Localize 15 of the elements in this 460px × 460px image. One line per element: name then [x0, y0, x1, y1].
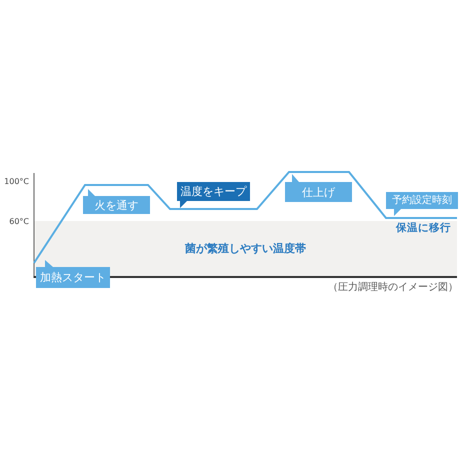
caption-text: （圧力調理時のイメージ図）: [328, 282, 458, 294]
callout-bubble: [83, 189, 150, 214]
callout-text: 加熱スタート: [40, 272, 106, 283]
band-label: 菌が繁殖しやすい温度帯: [185, 242, 306, 256]
callout-text: 温度をキープ: [180, 186, 246, 197]
tick-label: 100°C: [4, 177, 29, 187]
callout-bubble: [177, 182, 250, 208]
callout-text: 火を通す: [94, 200, 138, 210]
annotation-text: 保温に移行: [396, 222, 451, 235]
callout-bubble: [386, 192, 458, 216]
callout-bubble: [36, 260, 110, 288]
callout-bubble: [285, 174, 352, 202]
callout-text: 予約設定時刻: [392, 196, 452, 206]
tick-label: 60°C: [9, 217, 29, 227]
callout-text: 仕上げ: [302, 186, 335, 198]
